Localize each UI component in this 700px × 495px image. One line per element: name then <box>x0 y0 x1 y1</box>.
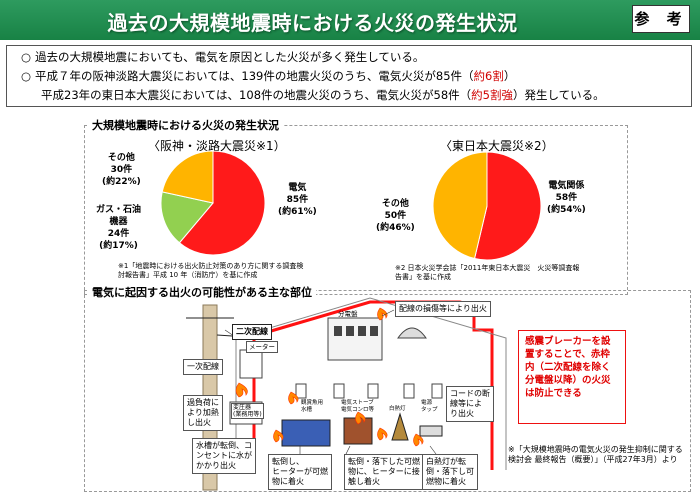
ignition-points-section <box>84 290 691 492</box>
fire-icon <box>273 429 284 443</box>
reference-badge: 参 考 <box>632 5 690 33</box>
callout-heater: 転倒・落下した可燃 物に、ヒーターに接 触し着火 <box>344 454 424 490</box>
note-tohoku: ※2 日本火災学会誌「2011年東日本大震災 火災等調査報 告書」を基に作成 <box>395 264 580 281</box>
label-light: 白熱灯 <box>389 406 406 412</box>
outlet-4 <box>403 383 415 399</box>
fire-icon <box>288 391 299 405</box>
seismic-breaker-note: 感震ブレーカーを設置することで、赤枠内（二次配線を除く分電盤以降）の火災は防止で… <box>518 330 626 424</box>
pie-slice-0 <box>178 150 266 256</box>
aquarium <box>281 419 331 447</box>
bullet-text: 平成７年の阪神淡路大震災においては、139件の地震火災のうち、電気火災が85件（ <box>35 69 474 83</box>
label-secondary-wiring: 二次配線 <box>232 324 272 340</box>
fire-icon <box>377 307 388 321</box>
pie-chart-tohoku <box>432 151 542 261</box>
bullet-1: ○過去の大規模地震においても、電気を原因とした火災が多く発生している。 <box>21 49 424 65</box>
note-hanshin: ※1「地震時における出火防止対策のあり方に関する調査検 討報告書」平成 10 年… <box>118 262 304 279</box>
fire-icon <box>413 433 424 447</box>
hanshin-caption: 〈阪神・淡路大震災※1） <box>148 139 286 153</box>
bullet-mark: ○ <box>21 50 32 64</box>
label-panel: 分電盤 <box>338 310 358 318</box>
label-tap: 電源 タップ <box>421 400 438 413</box>
outlet-2 <box>333 383 345 399</box>
summary-box: ○過去の大規模地震においても、電気を原因とした火災が多く発生している。 ○平成７… <box>6 45 692 107</box>
outlet-5 <box>431 383 443 399</box>
label-aquarium: 観賞魚用 水槽 <box>301 400 324 413</box>
bullet-text: 過去の大規模地震においても、電気を原因とした火災が多く発生している。 <box>35 50 425 64</box>
highlight-text: 約5割強 <box>471 88 513 102</box>
label-meter: メーター <box>246 341 278 353</box>
pie-slice-1 <box>160 191 214 244</box>
bullet-text-end: ） <box>503 69 516 83</box>
bullet-mark: ○ <box>21 69 32 83</box>
distribution-panel <box>327 317 383 361</box>
callout-lamp: 白熱灯が転 倒・落下し可 燃物に着火 <box>422 454 478 490</box>
label-electric-hanshin: 電気 85件 (約61%) <box>278 183 317 217</box>
tohoku-caption: 〈東日本大震災※2） <box>440 139 554 153</box>
source-note: ※「大規模地震時の電気火災の発生抑制に関する検討会 最終報告（概要）」（平成27… <box>508 445 683 464</box>
label-other-hanshin: その他 30件 (約22%) <box>102 153 141 187</box>
fire-icon <box>235 382 248 398</box>
pie-slice-0 <box>473 151 542 261</box>
section2-title: 電気に起因する出火の可能性がある主な部位 <box>88 284 316 300</box>
page-title: 過去の大規模地震時における火災の発生状況 <box>107 11 518 35</box>
callout-stove: 転倒し、 ヒーターが可燃 物に着火 <box>268 454 332 490</box>
outlet-1 <box>295 383 307 399</box>
pie-chart-hanshin <box>160 150 266 256</box>
label-gas-hanshin: ガス・石油 機器 24件 (約17%) <box>96 205 142 251</box>
fire-statistics-section <box>84 125 628 295</box>
bullet-3: 平成23年の東日本大震災においては、108件の地震火災のうち、電気火災が58件（… <box>41 87 605 103</box>
label-other-tohoku: その他 50件 (約46%) <box>376 199 415 233</box>
house-outline <box>235 297 507 470</box>
label-transformer: 変圧器 (業務用等) <box>231 403 264 419</box>
callout-cord-break: コードの断 線等によ り出火 <box>446 386 494 422</box>
label-primary-wiring: 一次配線 <box>183 359 223 375</box>
label-electric-tohoku: 電気関係 58件 (約54%) <box>547 181 586 215</box>
pie-slice-2 <box>161 150 214 204</box>
bullet-text-end: ）発生している。 <box>512 88 605 102</box>
meter-box <box>239 349 263 379</box>
callout-overload: 過負荷に より加熱 し出火 <box>183 395 223 431</box>
callout-wiring-damage: 配線の損傷等により出火 <box>395 301 491 317</box>
highlight-text: 約6割 <box>473 69 504 83</box>
title-bar: 過去の大規模地震時における火災の発生状況 参 考 <box>0 0 700 40</box>
outlet-3 <box>367 383 379 399</box>
incandescent-lamp <box>391 412 409 441</box>
bullet-text: 平成23年の東日本大震災においては、108件の地震火災のうち、電気火災が58件（ <box>41 88 472 102</box>
ceiling-lamp <box>397 327 427 339</box>
fire-icon <box>377 427 388 441</box>
power-strip <box>419 425 443 437</box>
fire-icon <box>355 411 366 425</box>
label-stove: 電気ストーブ 電気コンロ等 <box>341 400 375 413</box>
section1-title: 大規模地震時における火災の発生状況 <box>88 117 283 133</box>
callout-aquarium: 水槽が転倒、コ ンセントに水が かかり出火 <box>192 438 256 474</box>
bullet-2: ○平成７年の阪神淡路大震災においては、139件の地震火災のうち、電気火災が85件… <box>21 68 515 84</box>
pie-slice-1 <box>432 151 488 260</box>
